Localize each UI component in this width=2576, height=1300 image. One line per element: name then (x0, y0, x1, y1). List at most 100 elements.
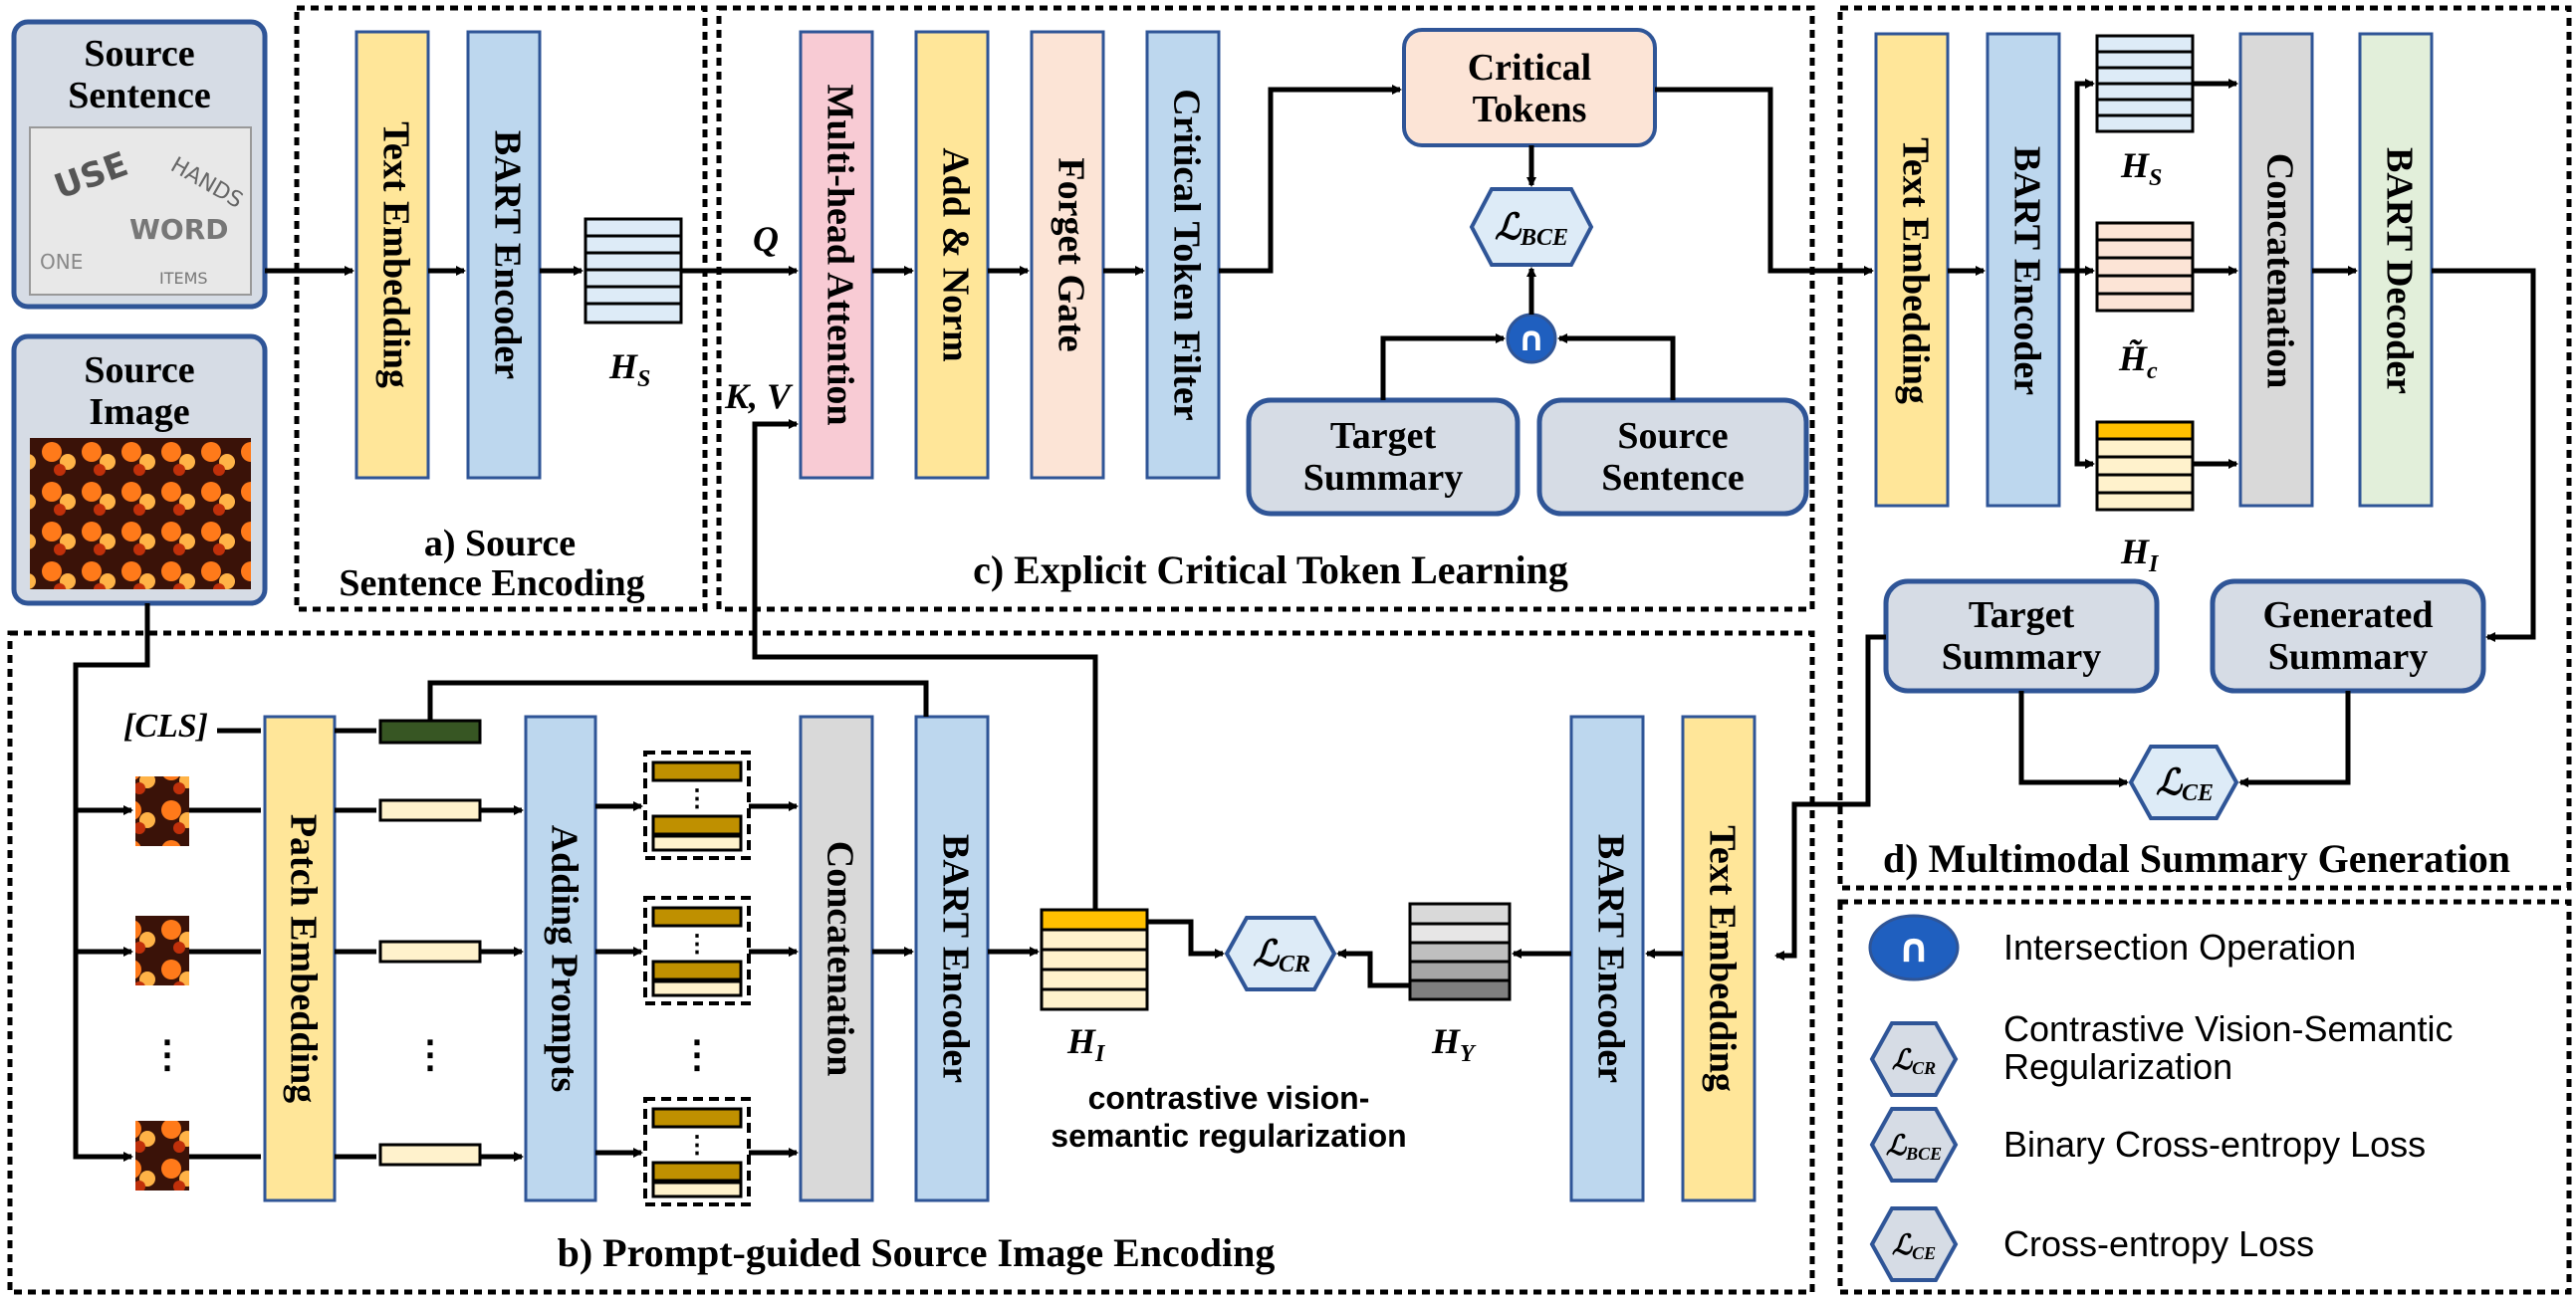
b-prompt-group-n: ⋮ (643, 1097, 751, 1206)
b-concatenation-label: Concatenation (819, 841, 860, 1076)
d-concatenation-block (2238, 32, 2314, 508)
b-prompt-ellipsis: ⋮ (678, 1034, 716, 1076)
d-bart-encoder-label: BART Encoder (2005, 146, 2047, 395)
b-bart-encoder-label: BART Encoder (934, 834, 976, 1083)
legend-cr-icon: ℒCR (1869, 1021, 1959, 1097)
d-hs-tensor (2095, 34, 2195, 133)
b-cls-embedding (378, 719, 482, 745)
svg-text:⋮: ⋮ (685, 932, 709, 958)
b-adding-prompts-label: Adding Prompts (543, 825, 585, 1093)
d-bart-encoder-block (1986, 32, 2061, 508)
c-critical-token-filter-block (1145, 30, 1221, 480)
legend-ce-icon: ℒCE (1869, 1206, 1959, 1282)
word-cloud-image: USE WORD ONE HANDS ITEMS (29, 126, 252, 296)
d-hi-symbol: HI (2120, 532, 2160, 577)
section-a-source-sentence-encoding: Text Embedding BART Encoder HS a) Source… (294, 5, 708, 612)
c-kv-label: K, V (724, 376, 794, 416)
b-caption: b) Prompt-guided Source Image Encoding (558, 1230, 1276, 1275)
c-bce-loss-hexagon: ℒBCE (1469, 187, 1594, 267)
svg-text:ℒBCE: ℒBCE (1886, 1131, 1942, 1164)
svg-text:WORD: WORD (129, 213, 229, 246)
d-bart-decoder-block (2358, 32, 2434, 508)
b-patch-embedding-label: Patch Embedding (282, 814, 324, 1103)
svg-text:⋮: ⋮ (685, 786, 709, 812)
c-add-norm-label: Add & Norm (934, 147, 976, 361)
legend-intersection-icon: ∩ (1868, 914, 1960, 981)
c-caption: c) Explicit Critical Token Learning (973, 547, 1568, 592)
legend: ∩ Intersection Operation ℒCR Contrastive… (1837, 899, 2572, 1295)
a-caption-line1: a) Source (424, 523, 576, 564)
svg-text:ℒCR: ℒCR (1253, 934, 1310, 977)
svg-text:∩: ∩ (1898, 926, 1930, 972)
d-hi-tensor (2095, 420, 2195, 512)
a-bart-encoder-block (466, 30, 542, 480)
a-hs-tensor (584, 217, 683, 325)
b-patch-ellipsis: ⋮ (148, 1034, 186, 1076)
d-text-embedding-label: Text Embedding (1894, 137, 1936, 404)
b-right-text-embedding-label: Text Embedding (1701, 825, 1743, 1092)
d-hc-symbol: H̃c (2118, 338, 2158, 384)
b-token-ellipsis: ⋮ (411, 1034, 449, 1076)
c-critical-token-filter-label: Critical Token Filter (1165, 89, 1207, 421)
a-bart-encoder-label: BART Encoder (486, 130, 528, 379)
b-concatenation-block (799, 715, 874, 1202)
legend-intersection-label: Intersection Operation (2003, 927, 2356, 968)
a-text-embedding-label: Text Embedding (374, 121, 416, 388)
b-right-bart-encoder-block (1569, 715, 1645, 1202)
b-patch-1 (135, 776, 189, 846)
svg-text:ℒCE: ℒCE (1892, 1230, 1936, 1263)
a-hs-symbol: HS (608, 346, 650, 392)
b-regularization-line1: contrastive vision- (1088, 1080, 1370, 1116)
section-d-arrows (1774, 79, 2536, 961)
d-caption: d) Multimodal Summary Generation (1883, 836, 2510, 881)
c-multi-head-attention-block (799, 30, 874, 480)
section-d-summary-generation: Text Embedding BART Encoder HS H̃c (1837, 5, 2572, 891)
legend-ce-label: Cross-entropy Loss (2003, 1223, 2314, 1264)
a-caption-line2: Sentence Encoding (339, 562, 644, 604)
d-concatenation-label: Concatenation (2258, 153, 2300, 388)
b-hi-symbol: HI (1066, 1021, 1106, 1067)
b-adding-prompts-block (524, 715, 597, 1202)
b-bart-encoder-block (914, 715, 990, 1202)
b-hi-tensor (1040, 908, 1149, 1011)
b-prompt-group-2: ⋮ (643, 896, 751, 1005)
b-patch-token-1 (378, 798, 482, 822)
d-bart-decoder-label: BART Decoder (2378, 147, 2420, 394)
svg-text:⋮: ⋮ (685, 1133, 709, 1159)
legend-cr-label-line1: Contrastive Vision-Semantic (2003, 1008, 2454, 1049)
b-patch-token-2 (378, 940, 482, 964)
c-forget-gate-label: Forget Gate (1050, 157, 1091, 351)
d-ce-loss-hexagon: ℒCE (2128, 745, 2239, 820)
b-cls-token: [CLS] (123, 708, 208, 745)
legend-bce-icon: ℒBCE (1869, 1107, 1959, 1183)
b-prompt-group-1: ⋮ (643, 751, 751, 860)
svg-text:ℒCE: ℒCE (2156, 762, 2214, 806)
section-c-arrows (872, 85, 1874, 400)
d-hs-symbol: HS (2120, 145, 2162, 191)
a-text-embedding-block (354, 30, 430, 480)
b-patch-token-n (378, 1143, 482, 1167)
legend-cr-label-line2: Regularization (2003, 1046, 2232, 1087)
svg-text:ℒCR: ℒCR (1892, 1045, 1936, 1078)
svg-text:∩: ∩ (1518, 320, 1545, 359)
svg-text:ℒBCE: ℒBCE (1495, 207, 1568, 251)
b-patch-2 (135, 916, 189, 985)
b-patch-embedding-block (263, 715, 337, 1202)
c-forget-gate-block (1030, 30, 1105, 480)
b-hy-tensor (1408, 902, 1512, 1001)
svg-text:ITEMS: ITEMS (159, 269, 208, 288)
b-right-text-embedding-block (1681, 715, 1756, 1202)
c-q-label: Q (753, 219, 779, 259)
c-add-norm-block (914, 30, 990, 480)
d-hc-tensor (2095, 221, 2195, 313)
b-regularization-line2: semantic regularization (1051, 1118, 1406, 1154)
c-intersection-icon: ∩ (1506, 313, 1557, 364)
legend-bce-label: Binary Cross-entropy Loss (2003, 1124, 2426, 1165)
